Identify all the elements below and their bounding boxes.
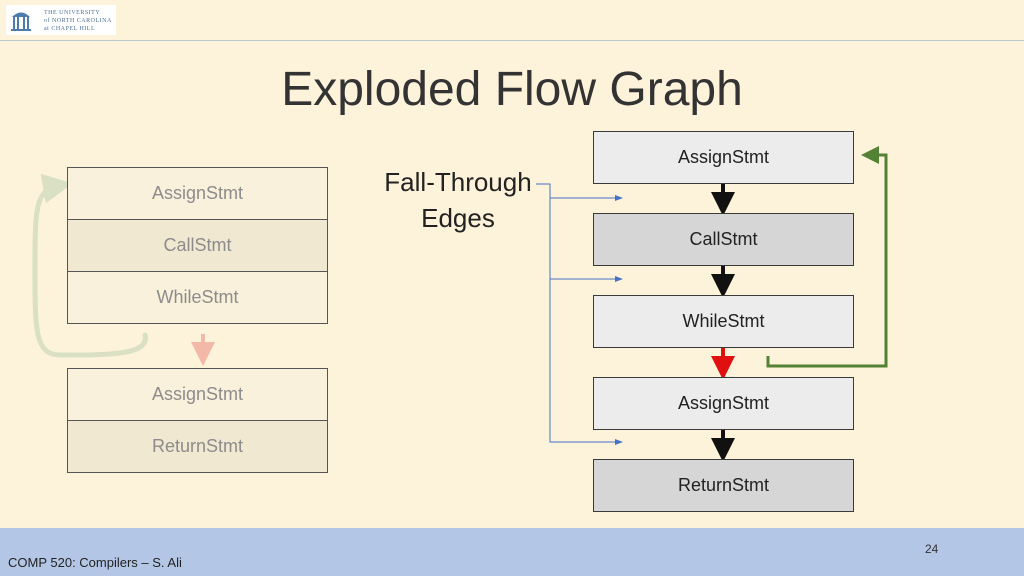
- left-node-whilestmt: WhileStmt: [67, 271, 328, 324]
- node-whilestmt: WhileStmt: [593, 295, 854, 348]
- university-logo: THE UNIVERSITY of NORTH CAROLINA at CHAP…: [6, 5, 116, 35]
- footer-course-label: COMP 520: Compilers – S. Ali: [8, 555, 182, 570]
- fall-through-label: Fall-Through Edges: [384, 167, 532, 233]
- node-returnstmt: ReturnStmt: [593, 459, 854, 512]
- node-assignstmt-2: AssignStmt: [593, 377, 854, 430]
- footer-bar: [0, 528, 1024, 576]
- node-callstmt: CallStmt: [593, 213, 854, 266]
- fall-through-edges: [536, 183, 623, 445]
- left-loop-arrow: [32, 173, 148, 358]
- left-node-assignstmt-1: AssignStmt: [67, 167, 328, 220]
- left-node-assignstmt-2: AssignStmt: [67, 368, 328, 421]
- left-node-returnstmt: ReturnStmt: [67, 420, 328, 473]
- slide-title: Exploded Flow Graph: [281, 63, 743, 116]
- loop-back-edge: [766, 146, 888, 368]
- old-well-icon: [11, 12, 31, 31]
- page-number: 24: [925, 542, 939, 556]
- header-divider: [0, 40, 1024, 41]
- node-assignstmt-1: AssignStmt: [593, 131, 854, 184]
- logo-text: THE UNIVERSITY of NORTH CAROLINA at CHAP…: [44, 10, 112, 32]
- left-node-callstmt: CallStmt: [67, 219, 328, 272]
- header: THE UNIVERSITY of NORTH CAROLINA at CHAP…: [0, 0, 1024, 40]
